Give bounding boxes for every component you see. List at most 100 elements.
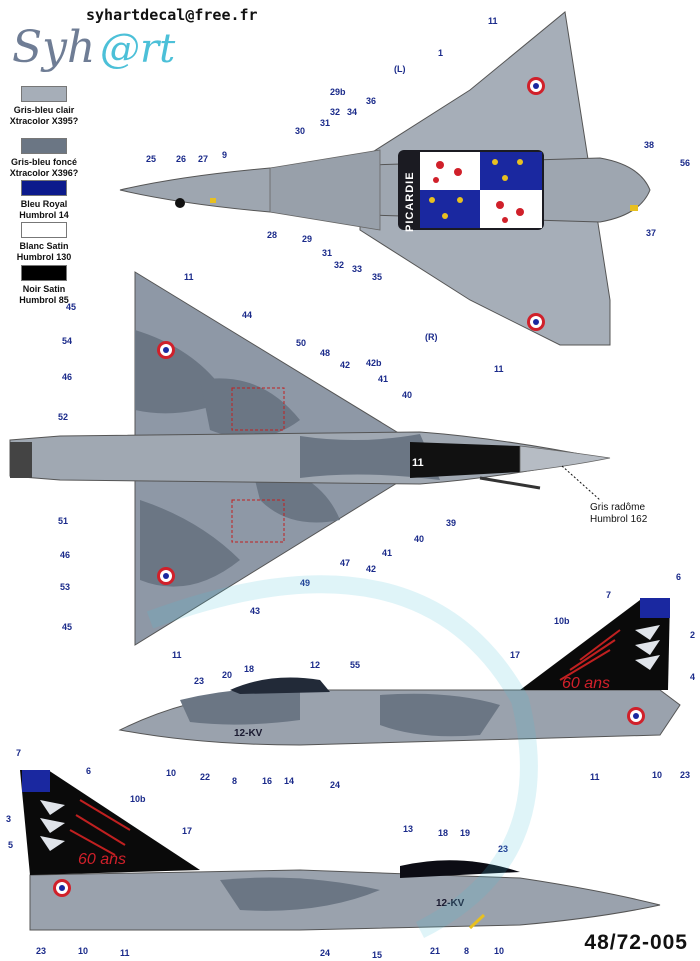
callout: 35 <box>372 272 382 282</box>
callout: 6 <box>86 766 91 776</box>
radome-note-line: Gris radôme <box>590 502 646 513</box>
callout: 29b <box>330 87 346 97</box>
picardie-label: PICARDIE <box>404 171 416 232</box>
radome <box>519 445 611 473</box>
callout: 20 <box>222 670 232 680</box>
top-view: PICARDIE <box>119 11 651 346</box>
contact-email: syhartdecal@free.fr <box>86 6 258 24</box>
canopy-right <box>230 677 330 694</box>
callout: 18 <box>244 664 254 674</box>
roundel-side-right <box>627 707 645 725</box>
callout: 45 <box>66 302 76 312</box>
callout: 11 <box>494 364 504 374</box>
callout: 44 <box>242 310 252 320</box>
camo-patch <box>300 434 440 480</box>
tail-chevrons <box>635 625 660 670</box>
svg-text:@rt: @rt <box>100 26 176 72</box>
callout: 40 <box>402 390 412 400</box>
callout: 25 <box>146 154 156 164</box>
callout: 23 <box>498 844 508 854</box>
legend-item-dark-grey: Gris-bleu foncé Xtracolor X396? <box>4 138 84 179</box>
top-fuselage <box>119 157 651 223</box>
legend-label: Humbrol 130 <box>16 252 72 262</box>
callout: 32 <box>334 260 344 270</box>
callout: 56 <box>680 158 690 168</box>
side-left-callouts: 7 6 10b 3 17 5 13 18 19 23 23 10 11 24 1… <box>6 748 508 960</box>
syhart-logo: Syh @rt <box>12 22 176 73</box>
tail-flag-blue-q2 <box>420 190 480 228</box>
callout: 1 <box>438 48 443 58</box>
callout: 41 <box>378 374 388 384</box>
watermark-swoosh <box>146 575 538 939</box>
callout: 13 <box>403 824 413 834</box>
camo-patch <box>220 877 380 911</box>
callout: 48 <box>320 348 330 358</box>
callout: 6 <box>676 572 681 582</box>
legend-swatch <box>21 180 67 196</box>
callout: 17 <box>182 826 192 836</box>
bottom-callouts: 11 44 45 54 46 52 50 48 42 42b 41 40 51 … <box>58 272 456 660</box>
legend-label: Humbrol 85 <box>19 295 69 305</box>
legend-swatch <box>21 86 67 102</box>
tail-fin-left <box>20 770 200 875</box>
roundel-bottom-1 <box>157 341 175 359</box>
callout: 8 <box>464 946 469 956</box>
callout: 17 <box>510 650 520 660</box>
svg-text:Syh: Syh <box>12 22 95 73</box>
side-view-left: 60 ans 12-KV <box>20 770 661 931</box>
bottom-view: 11 <box>9 271 611 646</box>
callout: 41 <box>382 548 392 558</box>
callout: 55 <box>350 660 360 670</box>
callout: (L) <box>394 64 406 74</box>
callout: 54 <box>62 336 72 346</box>
callout: 50 <box>296 338 306 348</box>
callout: 15 <box>372 950 382 960</box>
tail-fin-right <box>520 600 670 690</box>
callout: 51 <box>58 516 68 526</box>
tail-chevrons <box>40 800 65 851</box>
camo-patch <box>180 688 300 725</box>
top-yellow-mark <box>630 205 638 211</box>
callout: 42 <box>366 564 376 574</box>
callout: 53 <box>60 582 70 592</box>
callout: 39 <box>446 518 456 528</box>
callout: 7 <box>16 748 21 758</box>
camo-patch <box>200 378 300 438</box>
yellow-stripe <box>468 913 486 930</box>
legend-item-black: Noir Satin Humbrol 85 <box>4 265 84 306</box>
callout: (R) <box>425 332 438 342</box>
callout: 5 <box>8 840 13 850</box>
callout: 29 <box>302 234 312 244</box>
callout: 2 <box>690 630 695 640</box>
anniversary-left: 60 ans <box>78 851 126 868</box>
roundel-bottom-2 <box>157 567 175 585</box>
exhaust <box>10 442 32 478</box>
camo-patch <box>140 500 240 587</box>
callout: 3 <box>6 814 11 824</box>
legend-item-white: Blanc Satin Humbrol 130 <box>4 222 84 263</box>
legend-label: Noir Satin <box>22 284 66 294</box>
callout: 10 <box>78 946 88 956</box>
callout: 34 <box>347 107 357 117</box>
callout: 52 <box>58 412 68 422</box>
callout: 12 <box>310 660 320 670</box>
callout: 23 <box>680 770 690 780</box>
legend-label: Humbrol 14 <box>19 210 69 220</box>
callout: 37 <box>646 228 656 238</box>
callout: 10 <box>652 770 662 780</box>
side-right-callouts: 7 6 10b 2 17 4 23 20 18 12 55 10 22 8 16… <box>166 572 695 790</box>
legend-label: Gris-bleu foncé <box>10 157 77 167</box>
callout: 28 <box>267 230 277 240</box>
tail-flag-left <box>22 770 50 792</box>
sheet-code: 48/72-005 <box>584 931 688 954</box>
callout: 27 <box>198 154 208 164</box>
nose-black-band <box>410 442 520 478</box>
callout: 30 <box>295 126 305 136</box>
callout: 10b <box>130 794 146 804</box>
code-right: 12-KV <box>234 728 263 739</box>
legend-label: Blanc Satin <box>19 241 69 251</box>
callout: 11 <box>184 272 194 282</box>
callout: 16 <box>262 776 272 786</box>
